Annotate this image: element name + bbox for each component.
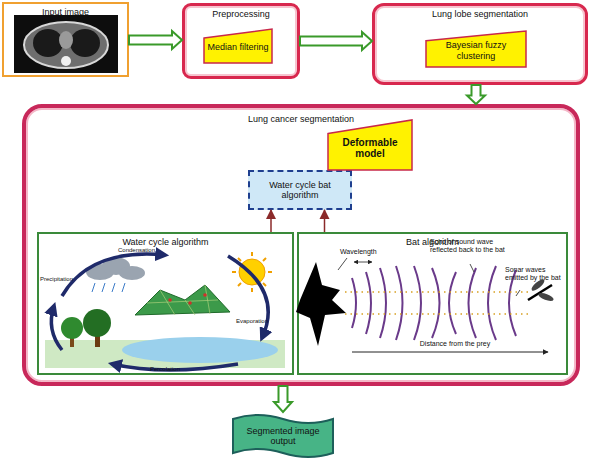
illustration-label: Condensation: [118, 247, 178, 254]
method-box: Median filtering: [203, 28, 273, 64]
box-heading: Lung cancer segmentation: [26, 114, 576, 124]
flow-arrow: [274, 386, 292, 412]
banner-shape: [233, 415, 333, 457]
box-heading: Input image: [4, 7, 127, 17]
slanted-box-shape: [426, 31, 526, 67]
illustration-label: Percolation: [150, 366, 210, 373]
slanted-box-shape: [204, 29, 272, 63]
illustration-label: Distance from the prey: [400, 340, 510, 348]
box-heading: Lung lobe segmentation: [375, 9, 585, 19]
box-heading: Water cycle algorithm: [39, 237, 292, 247]
illustration-label: Wavelength: [340, 248, 390, 256]
stage-box: Lung cancer segmentationDeformable model…: [22, 104, 580, 386]
flow-arrow: [300, 32, 372, 50]
box-label: Water cycle bat algorithm: [254, 180, 346, 201]
box-label: Segmented image output: [236, 426, 330, 447]
flow-arrow: [467, 85, 485, 104]
illustration-label: Precipitation: [40, 276, 90, 283]
illustration-label: Sonar waves emitted by the bat: [505, 266, 565, 282]
method-box: Deformable model: [327, 119, 413, 171]
illustration-label: Echo of sound wave reflected back to the…: [430, 238, 518, 254]
box-label: Deformable model: [331, 137, 409, 160]
algorithm-panel: Bat algorithm: [297, 232, 568, 375]
flow-arrow: [129, 31, 182, 49]
box-label: Median filtering: [207, 42, 268, 52]
process-box: PreprocessingMedian filtering: [182, 3, 300, 79]
output-banner: Segmented image output: [232, 412, 334, 460]
illustration-label: Evaporation: [236, 318, 286, 325]
box-heading: Preprocessing: [185, 9, 297, 19]
algorithm-panel: Water cycle algorithm: [37, 232, 294, 375]
process-box: Lung lobe segmentationBayesian fuzzy clu…: [372, 3, 588, 85]
algorithm-box: Water cycle bat algorithm: [248, 170, 352, 210]
box-label: Bayesian fuzzy clustering: [429, 40, 523, 61]
slanted-box-shape: [328, 120, 412, 170]
method-box: Bayesian fuzzy clustering: [425, 30, 527, 68]
input-image-box: Input image: [2, 2, 129, 77]
